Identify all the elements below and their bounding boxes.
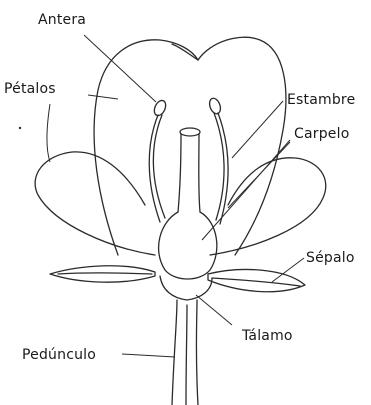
label-petalos: Pétalos [4, 81, 56, 97]
label-pedunculo: Pedúnculo [22, 347, 96, 363]
peduncle-right [196, 300, 198, 405]
petal-left [35, 152, 155, 255]
carpel-style-left [178, 134, 181, 212]
leader-antera [84, 35, 156, 102]
petal-back-left [94, 40, 198, 255]
sepal-left-rib [58, 273, 152, 274]
anther-right [208, 97, 223, 115]
stamen-left-filament [153, 115, 165, 218]
leader-estambre [232, 101, 283, 158]
petal-right [210, 158, 326, 255]
leader-talamo [196, 295, 232, 325]
anther-left [152, 99, 168, 118]
stray-dot [19, 127, 21, 129]
petal-back-fold [172, 44, 198, 60]
leader-pedunculo [122, 354, 175, 357]
leader-petalos [88, 95, 118, 99]
sepal-right-rib [212, 278, 300, 286]
stigma [180, 128, 200, 136]
leader-carpelo-1 [202, 140, 290, 240]
stamen-left-filament-2 [149, 115, 160, 222]
label-estambre: Estambre [287, 92, 355, 108]
carpel-style-right [199, 134, 200, 212]
label-sepalo: Sépalo [306, 250, 355, 266]
leader-sepalo [272, 258, 304, 282]
label-carpelo: Carpelo [294, 126, 349, 142]
carpel-ovary [159, 212, 217, 279]
label-antera: Antera [38, 12, 86, 28]
leader-petalos-left [47, 104, 50, 162]
peduncle-inner [186, 305, 187, 405]
peduncle-left [172, 300, 177, 405]
label-talamo: Tálamo [241, 328, 293, 344]
